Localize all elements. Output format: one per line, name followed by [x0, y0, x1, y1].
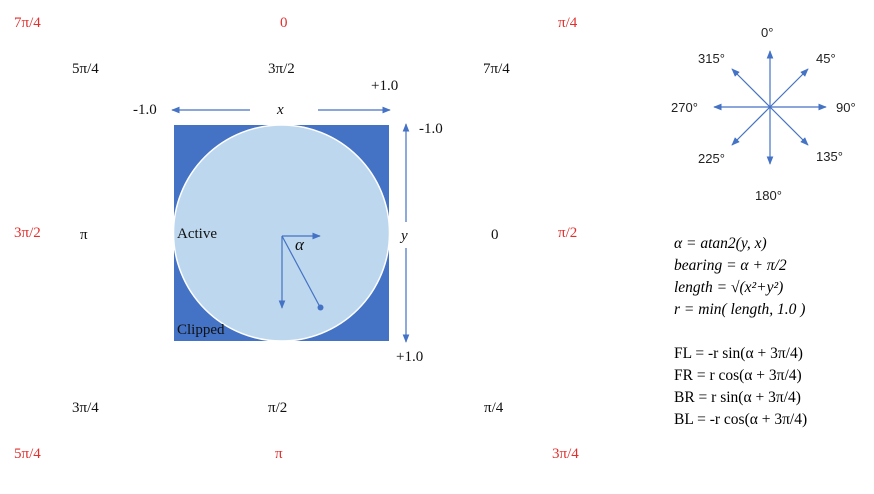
compass-label-225: 225°: [698, 151, 725, 166]
formula-fl: FL = -r sin(α + 3π/4): [674, 345, 803, 362]
alpha-angle-label: α: [295, 235, 304, 254]
formula-bearing-rhs: = α + π/2: [722, 257, 787, 274]
inner-label-mid-right: 0: [491, 227, 499, 243]
x-axis-name: x: [277, 102, 284, 118]
outer-label-bottom-right: 3π/4: [552, 446, 579, 462]
inner-label-bottom-right: π/4: [484, 400, 504, 416]
inner-label-mid-left: π: [80, 227, 88, 243]
formula-br: BR = r sin(α + 3π/4): [674, 389, 801, 406]
formula-r: r = min( length, 1.0 ): [674, 299, 805, 321]
compass-label-0: 0°: [761, 25, 774, 40]
inner-label-top-right: 7π/4: [483, 61, 510, 77]
outer-label-mid-right: π/2: [558, 225, 578, 241]
compass-label-90: 90°: [836, 100, 856, 115]
stick-vector: [281, 235, 321, 308]
y-axis-min-label: -1.0: [419, 121, 443, 137]
formula-bearing-lhs: bearing: [674, 257, 723, 274]
outer-label-mid-left: 3π/2: [14, 225, 41, 241]
formula-bl: BL = -r cos(α + 3π/4): [674, 411, 808, 428]
formula-bearing: bearing = α + π/2: [674, 255, 805, 277]
inner-label-top-left: 5π/4: [72, 61, 99, 77]
y-axis-name: y: [401, 228, 408, 244]
inner-label-bottom-center: π/2: [268, 400, 288, 416]
formula-r-rhs: = min( length, 1.0 ): [680, 301, 806, 318]
inner-label-bottom-left: 3π/4: [72, 400, 99, 416]
formula-r-lhs: r: [674, 301, 681, 318]
compass-label-45: 45°: [816, 51, 836, 66]
formula-fr: FR = r cos(α + 3π/4): [674, 367, 802, 384]
compass-label-135: 135°: [816, 149, 843, 164]
y-axis-max-label: +1.0: [396, 349, 424, 365]
motor-formula-block: FL = -r sin(α + 3π/4) FR = r cos(α + 3π/…: [674, 343, 807, 431]
compass-ray-225: [731, 106, 771, 146]
active-circle: [172, 124, 391, 342]
outer-label-top-center: 0: [280, 15, 288, 31]
formula-alpha-lhs: α: [674, 235, 683, 252]
compass-ray-315: [731, 68, 771, 108]
compass-ray-135: [769, 106, 809, 146]
compass-rose: [713, 50, 827, 165]
formula-alpha: α = atan2(y, x): [674, 233, 805, 255]
outer-label-top-left: 7π/4: [14, 15, 41, 31]
inner-label-top-center: 3π/2: [268, 61, 295, 77]
formula-block: α = atan2(y, x) bearing = α + π/2 length…: [674, 233, 805, 321]
formula-alpha-rhs: = atan2(y, x): [682, 235, 767, 252]
stick-position-dot: [317, 304, 324, 311]
compass-ray-45: [769, 68, 809, 108]
compass-label-180: 180°: [755, 188, 782, 203]
compass-label-315: 315°: [698, 51, 725, 66]
x-axis-min-label: -1.0: [133, 102, 157, 118]
formula-length-lhs: length: [674, 279, 713, 296]
x-axis-max-label: +1.0: [371, 78, 399, 94]
outer-label-bottom-left: 5π/4: [14, 446, 41, 462]
active-zone-label: Active: [177, 226, 217, 242]
compass-label-270: 270°: [671, 100, 698, 115]
outer-label-top-right: π/4: [558, 15, 578, 31]
formula-length-rhs: = √(x²+y²): [712, 279, 784, 296]
outer-label-bottom-center: π: [275, 446, 283, 462]
clipped-zone-label: Clipped: [177, 322, 225, 338]
formula-length: length = √(x²+y²): [674, 277, 805, 299]
